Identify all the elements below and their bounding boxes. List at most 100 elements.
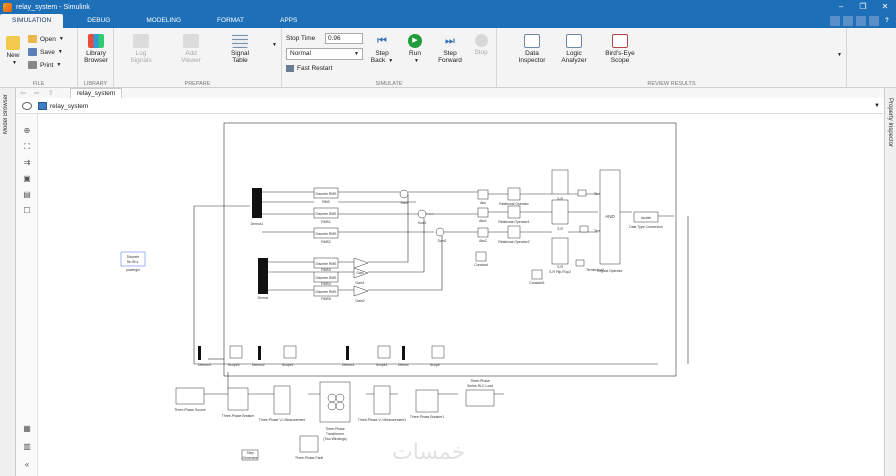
three-phase-breaker1-block[interactable] xyxy=(415,389,439,413)
log-signals-button[interactable]: Log Signals xyxy=(126,34,156,64)
data-type-conversion-block[interactable] xyxy=(633,211,659,223)
fit-to-view-icon[interactable]: ⛶ xyxy=(24,142,30,151)
restore-button[interactable]: ❐ xyxy=(859,2,867,11)
simulation-mode-select[interactable]: Normal ▼ xyxy=(286,48,363,60)
demux-block[interactable] xyxy=(258,258,268,294)
sr-flipflop1-block[interactable] xyxy=(551,199,569,225)
minimize-button[interactable]: – xyxy=(838,2,844,11)
rms-block-1[interactable] xyxy=(313,187,339,199)
rms-block-4[interactable] xyxy=(313,257,339,269)
birds-eye-scope-button[interactable]: Bird's-Eye Scope xyxy=(601,34,639,64)
model-browser-panel[interactable]: Model Browser xyxy=(0,88,16,476)
area-icon[interactable]: ☐ xyxy=(23,206,31,215)
settings-quick-icon[interactable] xyxy=(869,16,879,26)
arrow-direction-icon[interactable]: ⇉ xyxy=(23,158,31,167)
scope1-block[interactable] xyxy=(377,345,391,359)
zoom-icon[interactable]: ⊕ xyxy=(23,126,31,135)
prepare-expand-icon[interactable]: ▼ xyxy=(272,42,277,48)
sr-flipflop2-block[interactable] xyxy=(551,237,569,265)
help-icon[interactable]: ? xyxy=(882,16,892,26)
sum-block[interactable] xyxy=(399,189,409,199)
up-arrow-icon[interactable]: ⇧ xyxy=(47,90,54,97)
new-button[interactable]: New▼ xyxy=(3,36,23,67)
relational-operator2-block[interactable] xyxy=(507,225,521,239)
scope2-block[interactable] xyxy=(283,345,297,359)
property-inspector-label[interactable]: Property Inspector xyxy=(887,98,893,148)
rms-block-2[interactable] xyxy=(313,207,339,219)
abs1-block[interactable] xyxy=(477,207,489,218)
property-inspector-panel[interactable]: Property Inspector xyxy=(884,88,896,476)
terminator2-block[interactable] xyxy=(575,259,585,267)
step-forward-button[interactable]: ⏭ Step Forward xyxy=(438,35,462,64)
abs2-block[interactable] xyxy=(477,227,489,238)
close-button[interactable]: ✕ xyxy=(881,2,889,11)
save-quick-icon[interactable] xyxy=(830,16,840,26)
terminator1-block[interactable] xyxy=(579,225,589,233)
three-phase-source-block[interactable] xyxy=(175,387,205,405)
constant1-block[interactable] xyxy=(531,269,543,280)
breadcrumb-model-name[interactable]: relay_system xyxy=(50,102,89,110)
run-button[interactable]: ▶ Run▼ xyxy=(402,34,428,65)
abs-block[interactable] xyxy=(477,189,489,200)
tab-modeling[interactable]: MODELING xyxy=(146,17,182,24)
sr-flipflop-block[interactable] xyxy=(551,169,569,195)
three-phase-transformer-block[interactable] xyxy=(319,381,351,423)
library-browser-button[interactable]: Library Browser xyxy=(80,34,112,64)
demux3-block[interactable] xyxy=(198,346,201,360)
relational-operator-block[interactable] xyxy=(507,187,521,201)
demux1-block[interactable] xyxy=(252,188,262,218)
demux2-block[interactable] xyxy=(258,346,261,360)
print-button[interactable]: Print▼ xyxy=(28,60,61,70)
step-generator-block[interactable] xyxy=(241,449,259,461)
tab-apps[interactable]: APPS xyxy=(280,17,298,24)
demux-bottom-block[interactable] xyxy=(402,346,405,360)
three-phase-vi-measurement-block[interactable] xyxy=(273,385,291,415)
scope3-block[interactable] xyxy=(229,345,243,359)
scope-block[interactable] xyxy=(431,345,445,359)
data-inspector-button[interactable]: Data Inspector xyxy=(515,34,549,64)
gain1-block[interactable] xyxy=(353,267,369,279)
three-phase-fault-block[interactable] xyxy=(299,435,319,453)
hide-show-icon[interactable] xyxy=(22,102,32,110)
image-icon[interactable]: ▣ xyxy=(23,174,31,183)
stop-time-input[interactable]: 0.96 xyxy=(325,33,363,44)
property-icon[interactable]: ▥ xyxy=(23,442,31,451)
collapse-icon[interactable]: « xyxy=(24,460,30,469)
back-arrow-icon[interactable]: ⇦ xyxy=(20,90,26,97)
rms-block-5[interactable] xyxy=(313,271,339,283)
tab-simulation[interactable]: SIMULATION xyxy=(0,14,64,28)
relational-operator1-block[interactable] xyxy=(507,205,521,219)
hide-palette-icon[interactable]: ▦ xyxy=(23,424,31,433)
step-back-button[interactable]: ⏮ Step Back▼ xyxy=(370,35,394,64)
sum1-block[interactable] xyxy=(417,209,427,219)
forward-arrow-icon[interactable]: ⇨ xyxy=(33,90,40,97)
three-phase-vi-measurement1-block[interactable] xyxy=(373,385,391,415)
review-expand-icon[interactable]: ▼ xyxy=(837,52,842,58)
logical-operator-block[interactable] xyxy=(599,169,621,265)
rms-block-6[interactable] xyxy=(313,285,339,297)
save-button[interactable]: Save▼ xyxy=(28,47,63,57)
undo-quick-icon[interactable] xyxy=(843,16,853,26)
gain-block[interactable] xyxy=(353,257,369,269)
fast-restart-button[interactable]: Fast Restart xyxy=(286,65,332,72)
redo-quick-icon[interactable] xyxy=(856,16,866,26)
add-viewer-button[interactable]: Add Viewer xyxy=(176,34,206,64)
powergui-block[interactable] xyxy=(120,251,146,267)
tab-debug[interactable]: DEBUG xyxy=(87,17,111,24)
open-button[interactable]: Open▼ xyxy=(28,34,64,44)
rms-block-3[interactable] xyxy=(313,227,339,239)
constant-block[interactable] xyxy=(475,251,487,262)
gain2-block[interactable] xyxy=(353,285,369,297)
signal-table-button[interactable]: Signal Table xyxy=(224,34,256,64)
demux1-bottom-block[interactable] xyxy=(346,346,349,360)
three-phase-breaker-block[interactable] xyxy=(227,387,249,411)
tab-format[interactable]: FORMAT xyxy=(217,17,245,24)
terminator-block[interactable] xyxy=(577,189,587,197)
model-tab[interactable]: relay_system xyxy=(70,88,123,98)
model-canvas[interactable]: Discrete 5e-05 s. powergui Demux1 Demux … xyxy=(38,114,884,476)
model-browser-label[interactable]: Model Browser xyxy=(3,94,9,135)
chevron-down-icon[interactable]: ▼ xyxy=(874,103,880,109)
logic-analyzer-button[interactable]: Logic Analyzer xyxy=(557,34,591,64)
stop-button[interactable]: Stop xyxy=(470,34,492,56)
sum2-block[interactable] xyxy=(435,227,445,237)
